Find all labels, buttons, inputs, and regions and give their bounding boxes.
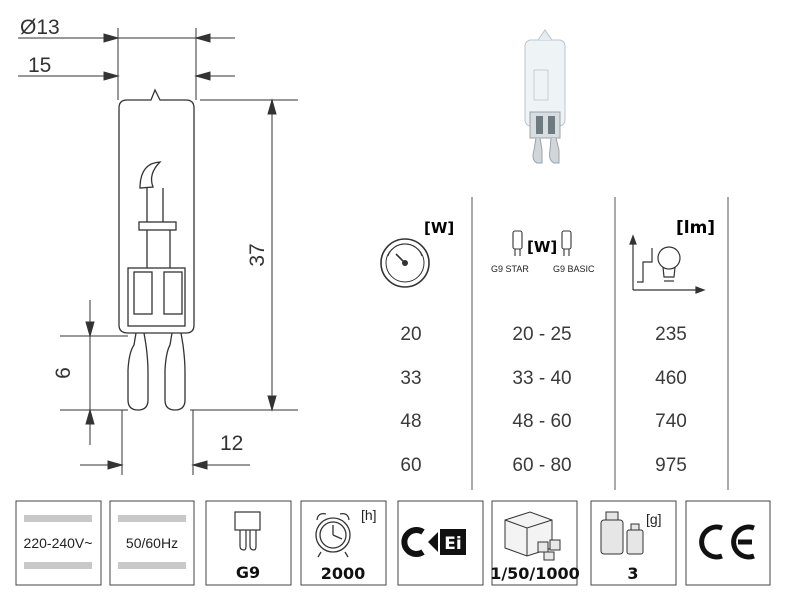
row1-col2: 20 - 25 bbox=[512, 324, 571, 345]
row3-col1: 48 bbox=[400, 411, 421, 432]
col2-unit: [W] bbox=[527, 238, 557, 256]
row4-col2: 60 - 80 bbox=[512, 455, 571, 476]
g9-basic-lamp-icon bbox=[561, 230, 572, 256]
voltage-label: 220-240V~ bbox=[24, 535, 93, 551]
row4-col1: 60 bbox=[400, 455, 421, 476]
g9-socket-icon bbox=[234, 511, 261, 551]
energy-mark-badge: Ei bbox=[397, 500, 484, 586]
col1-unit: [W] bbox=[424, 219, 454, 237]
row3-col2: 48 - 60 bbox=[512, 411, 571, 432]
frequency-badge: 50/60Hz bbox=[109, 500, 195, 586]
voltage-badge: 220-240V~ bbox=[15, 500, 102, 586]
luminous-flux-icon bbox=[629, 234, 706, 294]
frequency-label: 50/60Hz bbox=[126, 535, 178, 551]
dim-pin-length-label: 6 bbox=[52, 367, 75, 379]
dim-height-label: 37 bbox=[246, 243, 269, 266]
pinch-seal bbox=[127, 267, 186, 327]
row1-col3: 235 bbox=[655, 324, 687, 345]
power-gauge-icon bbox=[380, 238, 430, 288]
row4-col3: 975 bbox=[655, 455, 687, 476]
row1-col1: 20 bbox=[400, 324, 421, 345]
col2-left-label: G9 STAR bbox=[491, 264, 529, 274]
bulb-outline bbox=[118, 88, 195, 334]
filament-clamp bbox=[138, 221, 177, 231]
socket-label: G9 bbox=[236, 563, 260, 582]
row2-col2: 33 - 40 bbox=[512, 368, 571, 389]
weight-unit: [g] bbox=[646, 511, 662, 527]
pin-left bbox=[127, 332, 149, 411]
row2-col3: 460 bbox=[655, 368, 687, 389]
lifetime-value: 2000 bbox=[321, 564, 366, 583]
pinch-foil-left bbox=[133, 271, 153, 315]
svg-text:Ei: Ei bbox=[444, 534, 461, 554]
pin-right bbox=[164, 332, 186, 411]
alarm-clock-icon bbox=[315, 512, 351, 558]
g9-star-lamp-icon bbox=[512, 230, 523, 256]
weight-jars-icon bbox=[600, 511, 644, 555]
ce-mark-icon bbox=[699, 524, 755, 560]
packaging-badge: 1/50/1000 bbox=[490, 500, 580, 586]
table-row: 60 60 - 80 975 bbox=[400, 455, 686, 476]
weight-value: 3 bbox=[627, 564, 638, 583]
row3-col3: 740 bbox=[655, 411, 687, 432]
table-row: 20 20 - 25 235 bbox=[400, 324, 686, 345]
product-photo bbox=[524, 29, 566, 164]
badge-row: 220-240V~ 50/60Hz G9 bbox=[15, 500, 771, 586]
row2-col1: 33 bbox=[400, 368, 421, 389]
table-row: 33 33 - 40 460 bbox=[400, 368, 686, 389]
dim-pin-spacing-label: 12 bbox=[220, 432, 243, 455]
packaging-label: 1/50/1000 bbox=[490, 564, 580, 583]
technical-drawing bbox=[118, 88, 195, 411]
pinch-foil-right bbox=[163, 271, 183, 315]
dimension-lines bbox=[18, 28, 298, 475]
spec-table: [W] [W] G9 STAR G9 BASIC [lm] 20 20 bbox=[380, 197, 729, 490]
lifetime-badge: [h] 2000 bbox=[300, 500, 387, 586]
CEi-mark-icon: Ei bbox=[401, 527, 466, 557]
filament bbox=[139, 161, 162, 189]
table-row: 48 48 - 60 740 bbox=[400, 411, 686, 432]
socket-badge: G9 bbox=[205, 500, 292, 586]
box-packaging-icon bbox=[504, 511, 561, 561]
lifetime-unit: [h] bbox=[361, 507, 377, 523]
dim-width-label: 15 bbox=[28, 54, 51, 77]
dim-diameter-label: Ø13 bbox=[20, 16, 60, 39]
weight-badge: [g] 3 bbox=[590, 500, 677, 586]
ce-badge bbox=[685, 500, 771, 586]
col3-unit: [lm] bbox=[676, 218, 715, 238]
col2-right-label: G9 BASIC bbox=[553, 264, 595, 274]
